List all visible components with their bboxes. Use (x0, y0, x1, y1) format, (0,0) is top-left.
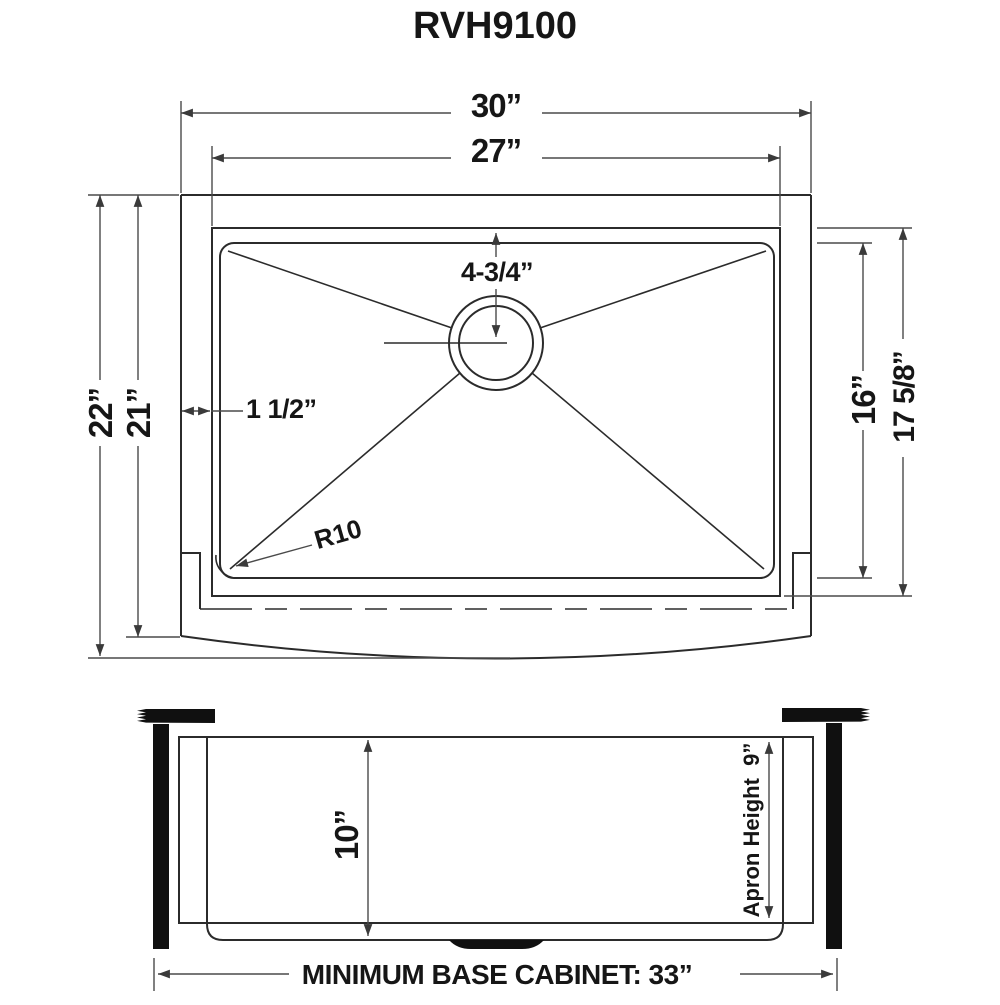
front-view-labels: 10” Apron Height 9” MINIMUM BASE CABINET… (302, 743, 764, 990)
apron-front-curve (180, 635, 812, 660)
dim-label-21: 21” (120, 388, 157, 438)
top-view-dimension-lines (95, 108, 908, 656)
rim-rectangle (211, 227, 781, 597)
dim-label-bowl-depth: 10” (328, 810, 365, 860)
base-cabinet-note: MINIMUM BASE CABINET: 33” (302, 959, 692, 990)
top-view-labels: 30” 27” 22” 21” 16” 17 5/8” 4-3/4” 1 1/2… (82, 87, 921, 555)
dim-label-drain-offset: 4-3/4” (461, 257, 533, 287)
slope-line-top-left (227, 250, 453, 329)
model-title: RVH9100 (413, 5, 577, 47)
dim-label-22: 22” (82, 388, 119, 438)
cabinet-wall-right (826, 723, 842, 949)
slope-line-top-right (539, 250, 767, 329)
slope-line-bottom-right (531, 372, 765, 570)
drain-fitting (449, 940, 544, 949)
front-view (137, 708, 870, 949)
apron-panel (178, 736, 814, 924)
bowl-profile (206, 737, 784, 941)
dim-label-30: 30” (471, 87, 521, 124)
countertop-left (137, 709, 215, 723)
dim-label-rim-width: 1 1/2” (246, 394, 317, 424)
dim-label-apron-height: Apron Height 9” (739, 743, 764, 918)
dim-label-27: 27” (471, 132, 521, 169)
front-view-dimension-lines (153, 740, 838, 991)
radius-leader-arrow (235, 544, 313, 568)
countertop-right (782, 708, 870, 722)
radius-indicator-arc (215, 554, 239, 579)
cabinet-wall-left (153, 724, 169, 949)
dim-label-corner-radius: R10 (311, 513, 365, 555)
slope-line-bottom-left (229, 372, 461, 570)
dim-label-16: 16” (845, 375, 882, 425)
apron-notch-left (181, 552, 201, 609)
apron-notch-right (792, 552, 811, 609)
dim-label-17-5-8: 17 5/8” (888, 351, 921, 442)
